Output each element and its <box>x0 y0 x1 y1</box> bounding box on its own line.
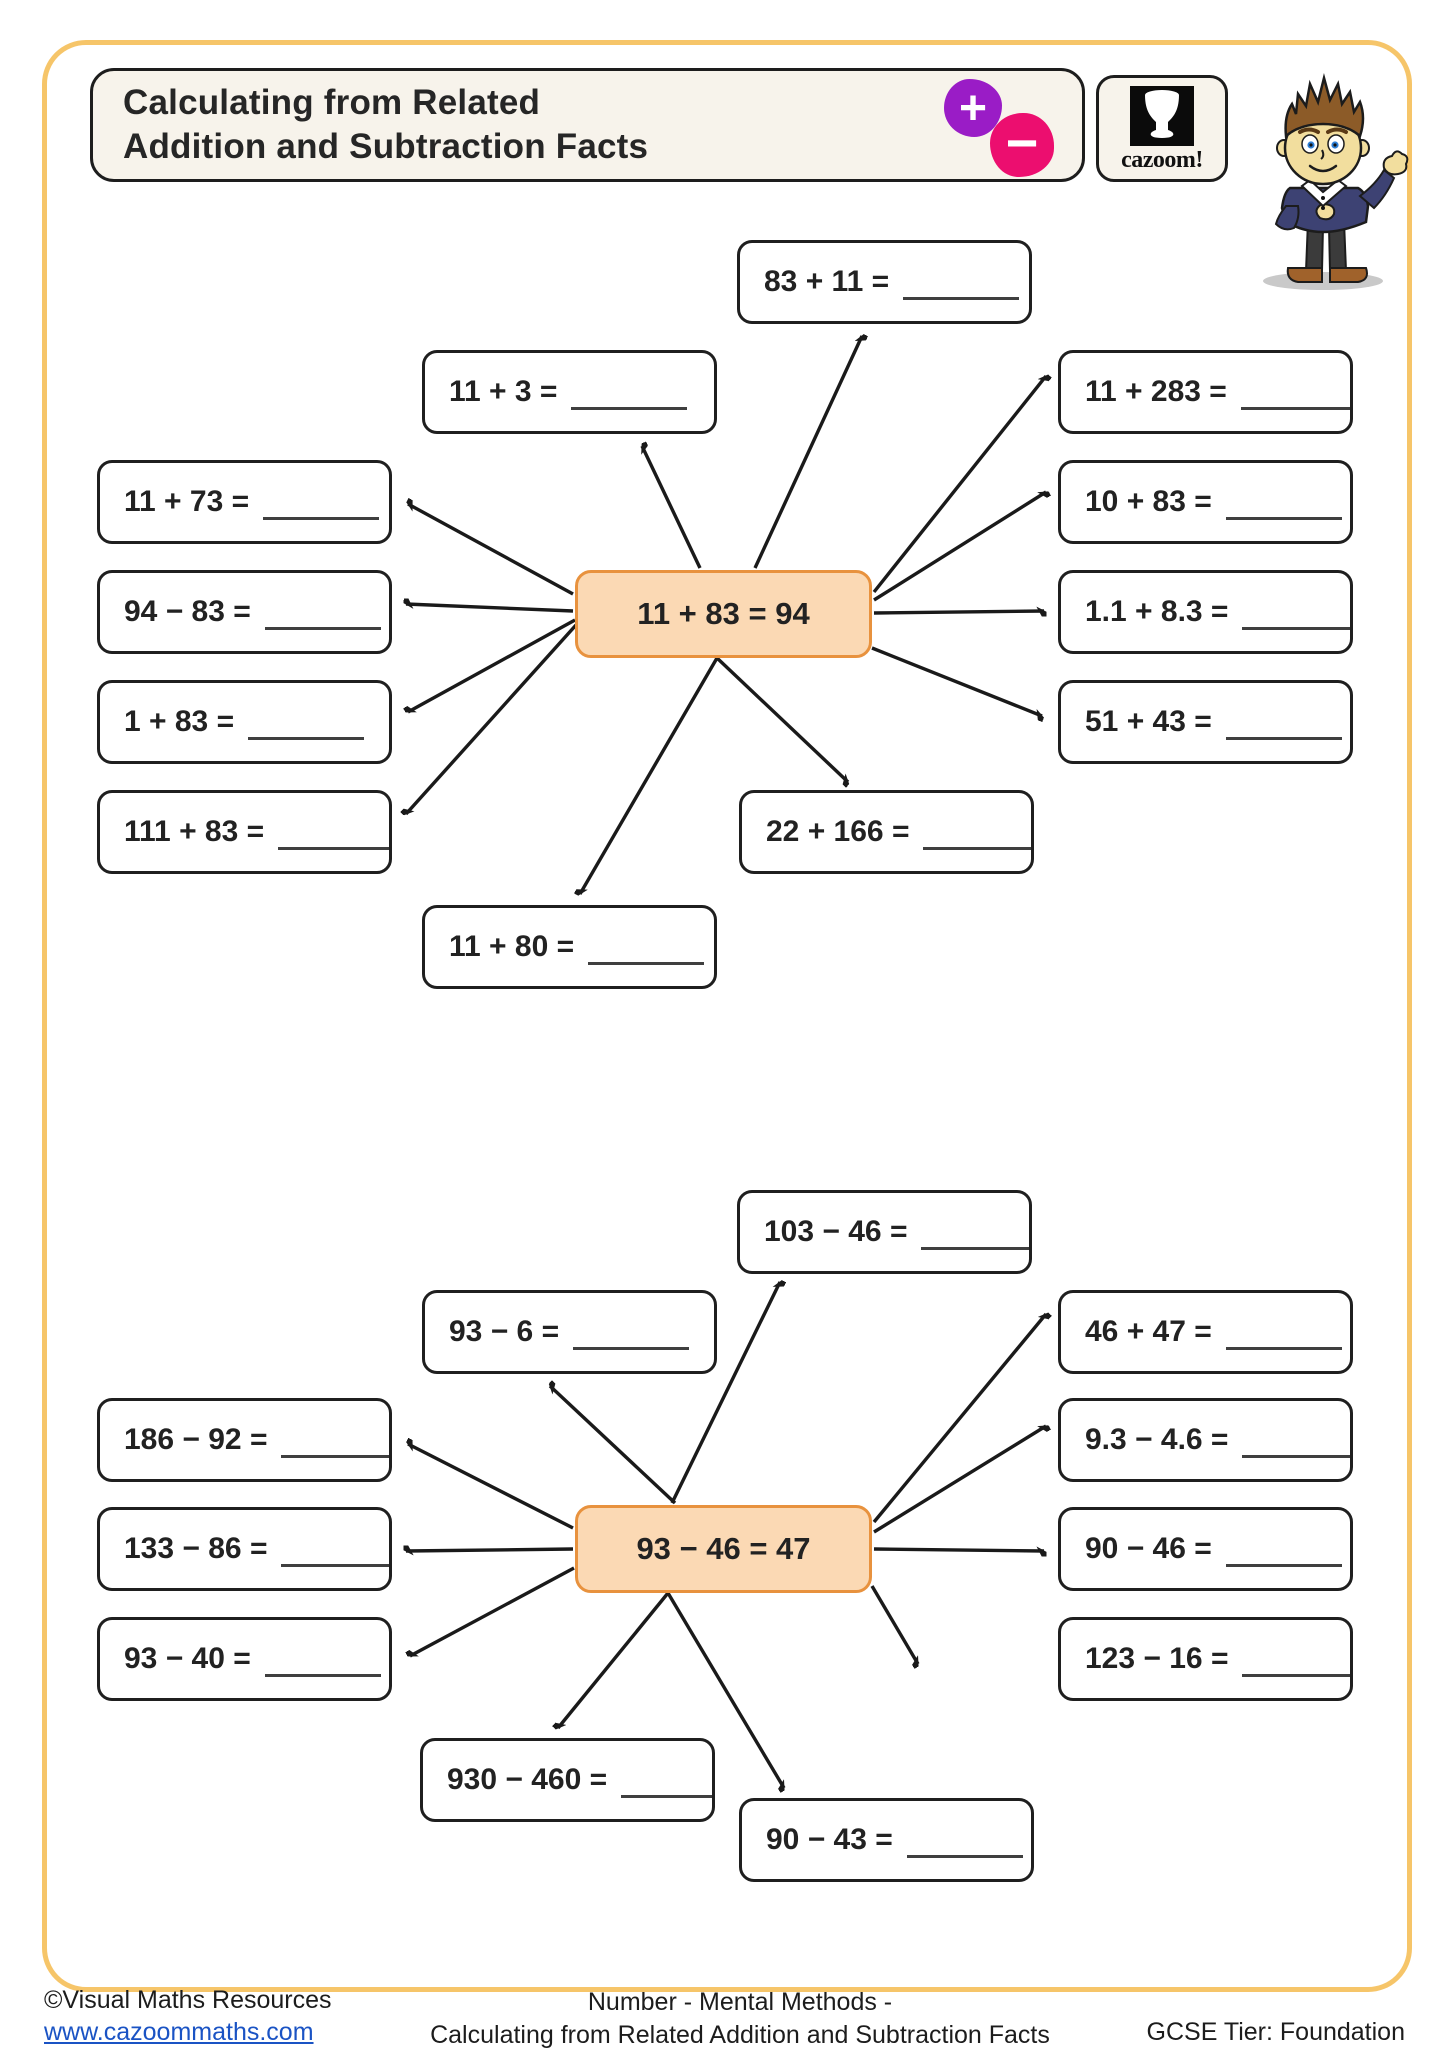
website-link[interactable]: www.cazoommaths.com <box>44 2018 314 2046</box>
answer-blank <box>281 1451 389 1458</box>
answer-blank <box>921 1243 1029 1250</box>
center-fact-box-1: 11 + 83 = 94 <box>575 570 872 658</box>
fact-box-83-plus-11: 83 + 11 = <box>737 240 1032 324</box>
answer-blank <box>588 958 705 965</box>
answer-blank <box>1242 1451 1350 1458</box>
copyright-text: ©Visual Maths Resources <box>44 1986 332 2014</box>
fact-box-186-minus-92: 186 − 92 = <box>97 1398 392 1482</box>
center-fact-box-2: 93 − 46 = 47 <box>575 1505 872 1593</box>
fact-box-93-minus-40: 93 − 40 = <box>97 1617 392 1701</box>
answer-blank <box>264 1670 381 1677</box>
fact-box-123-minus-16: 123 − 16 = <box>1058 1617 1353 1701</box>
fact-box-9.3-minus-4.6: 9.3 − 4.6 = <box>1058 1398 1353 1482</box>
answer-blank <box>248 733 365 740</box>
fact-box-133-minus-86: 133 − 86 = <box>97 1507 392 1591</box>
answer-blank <box>1225 1560 1342 1567</box>
mascot-character-illustration <box>1263 73 1409 290</box>
cazoom-logo-text: cazoom! <box>1121 147 1203 173</box>
answer-blank <box>571 403 688 410</box>
fact-box-111-plus-83: 111 + 83 = <box>97 790 392 874</box>
cazoom-logo: cazoom! <box>1096 75 1228 182</box>
answer-blank <box>1242 623 1350 630</box>
page-border <box>42 40 1412 1992</box>
answer-blank <box>281 1560 389 1567</box>
fact-box-90-minus-43: 90 − 43 = <box>739 1798 1034 1882</box>
fact-box-11-plus-3: 11 + 3 = <box>422 350 717 434</box>
answer-blank <box>1242 1670 1350 1677</box>
fact-box-11-plus-73: 11 + 73 = <box>97 460 392 544</box>
fact-box-1-plus-83: 1 + 83 = <box>97 680 392 764</box>
answer-blank <box>621 1791 712 1798</box>
fact-box-11-plus-80: 11 + 80 = <box>422 905 717 989</box>
answer-blank <box>1225 513 1342 520</box>
answer-blank <box>1225 733 1342 740</box>
plus-icon: + <box>944 79 1002 137</box>
tier-label: GCSE Tier: Foundation <box>1146 2018 1405 2046</box>
footer-topic: Number - Mental Methods - Calculating fr… <box>300 1986 1180 2052</box>
answer-blank <box>278 843 389 850</box>
answer-blank <box>573 1343 690 1350</box>
footer-attribution: ©Visual Maths Resources www.cazoommaths.… <box>44 1984 332 2048</box>
cazoom-drum-icon <box>1130 86 1194 146</box>
fact-box-46-plus-47: 46 + 47 = <box>1058 1290 1353 1374</box>
topic-line1: Number - Mental Methods - <box>587 1988 893 2016</box>
fact-box-930-minus-460: 930 − 460 = <box>420 1738 715 1822</box>
fact-box-93-minus-6: 93 − 6 = <box>422 1290 717 1374</box>
fact-box-11-plus-283: 11 + 283 = <box>1058 350 1353 434</box>
fact-box-103-minus-46: 103 − 46 = <box>737 1190 1032 1274</box>
fact-box-1.1-plus-8.3: 1.1 + 8.3 = <box>1058 570 1353 654</box>
answer-blank <box>264 623 381 630</box>
fact-box-90-minus-46: 90 − 46 = <box>1058 1507 1353 1591</box>
answer-blank <box>1225 1343 1342 1350</box>
title-box: Calculating from Related Addition and Su… <box>90 68 1085 182</box>
minus-icon: − <box>990 111 1054 177</box>
answer-blank <box>263 513 380 520</box>
answer-blank <box>903 293 1020 300</box>
topic-line2: Calculating from Related Addition and Su… <box>430 2021 1050 2049</box>
page-title: Calculating from Related Addition and Su… <box>123 82 649 166</box>
answer-blank <box>1240 403 1350 410</box>
answer-blank <box>923 843 1031 850</box>
fact-box-22-plus-166: 22 + 166 = <box>739 790 1034 874</box>
answer-blank <box>906 1851 1023 1858</box>
fact-box-94-minus-83: 94 − 83 = <box>97 570 392 654</box>
fact-box-51-plus-43: 51 + 43 = <box>1058 680 1353 764</box>
fact-box-10-plus-83: 10 + 83 = <box>1058 460 1353 544</box>
